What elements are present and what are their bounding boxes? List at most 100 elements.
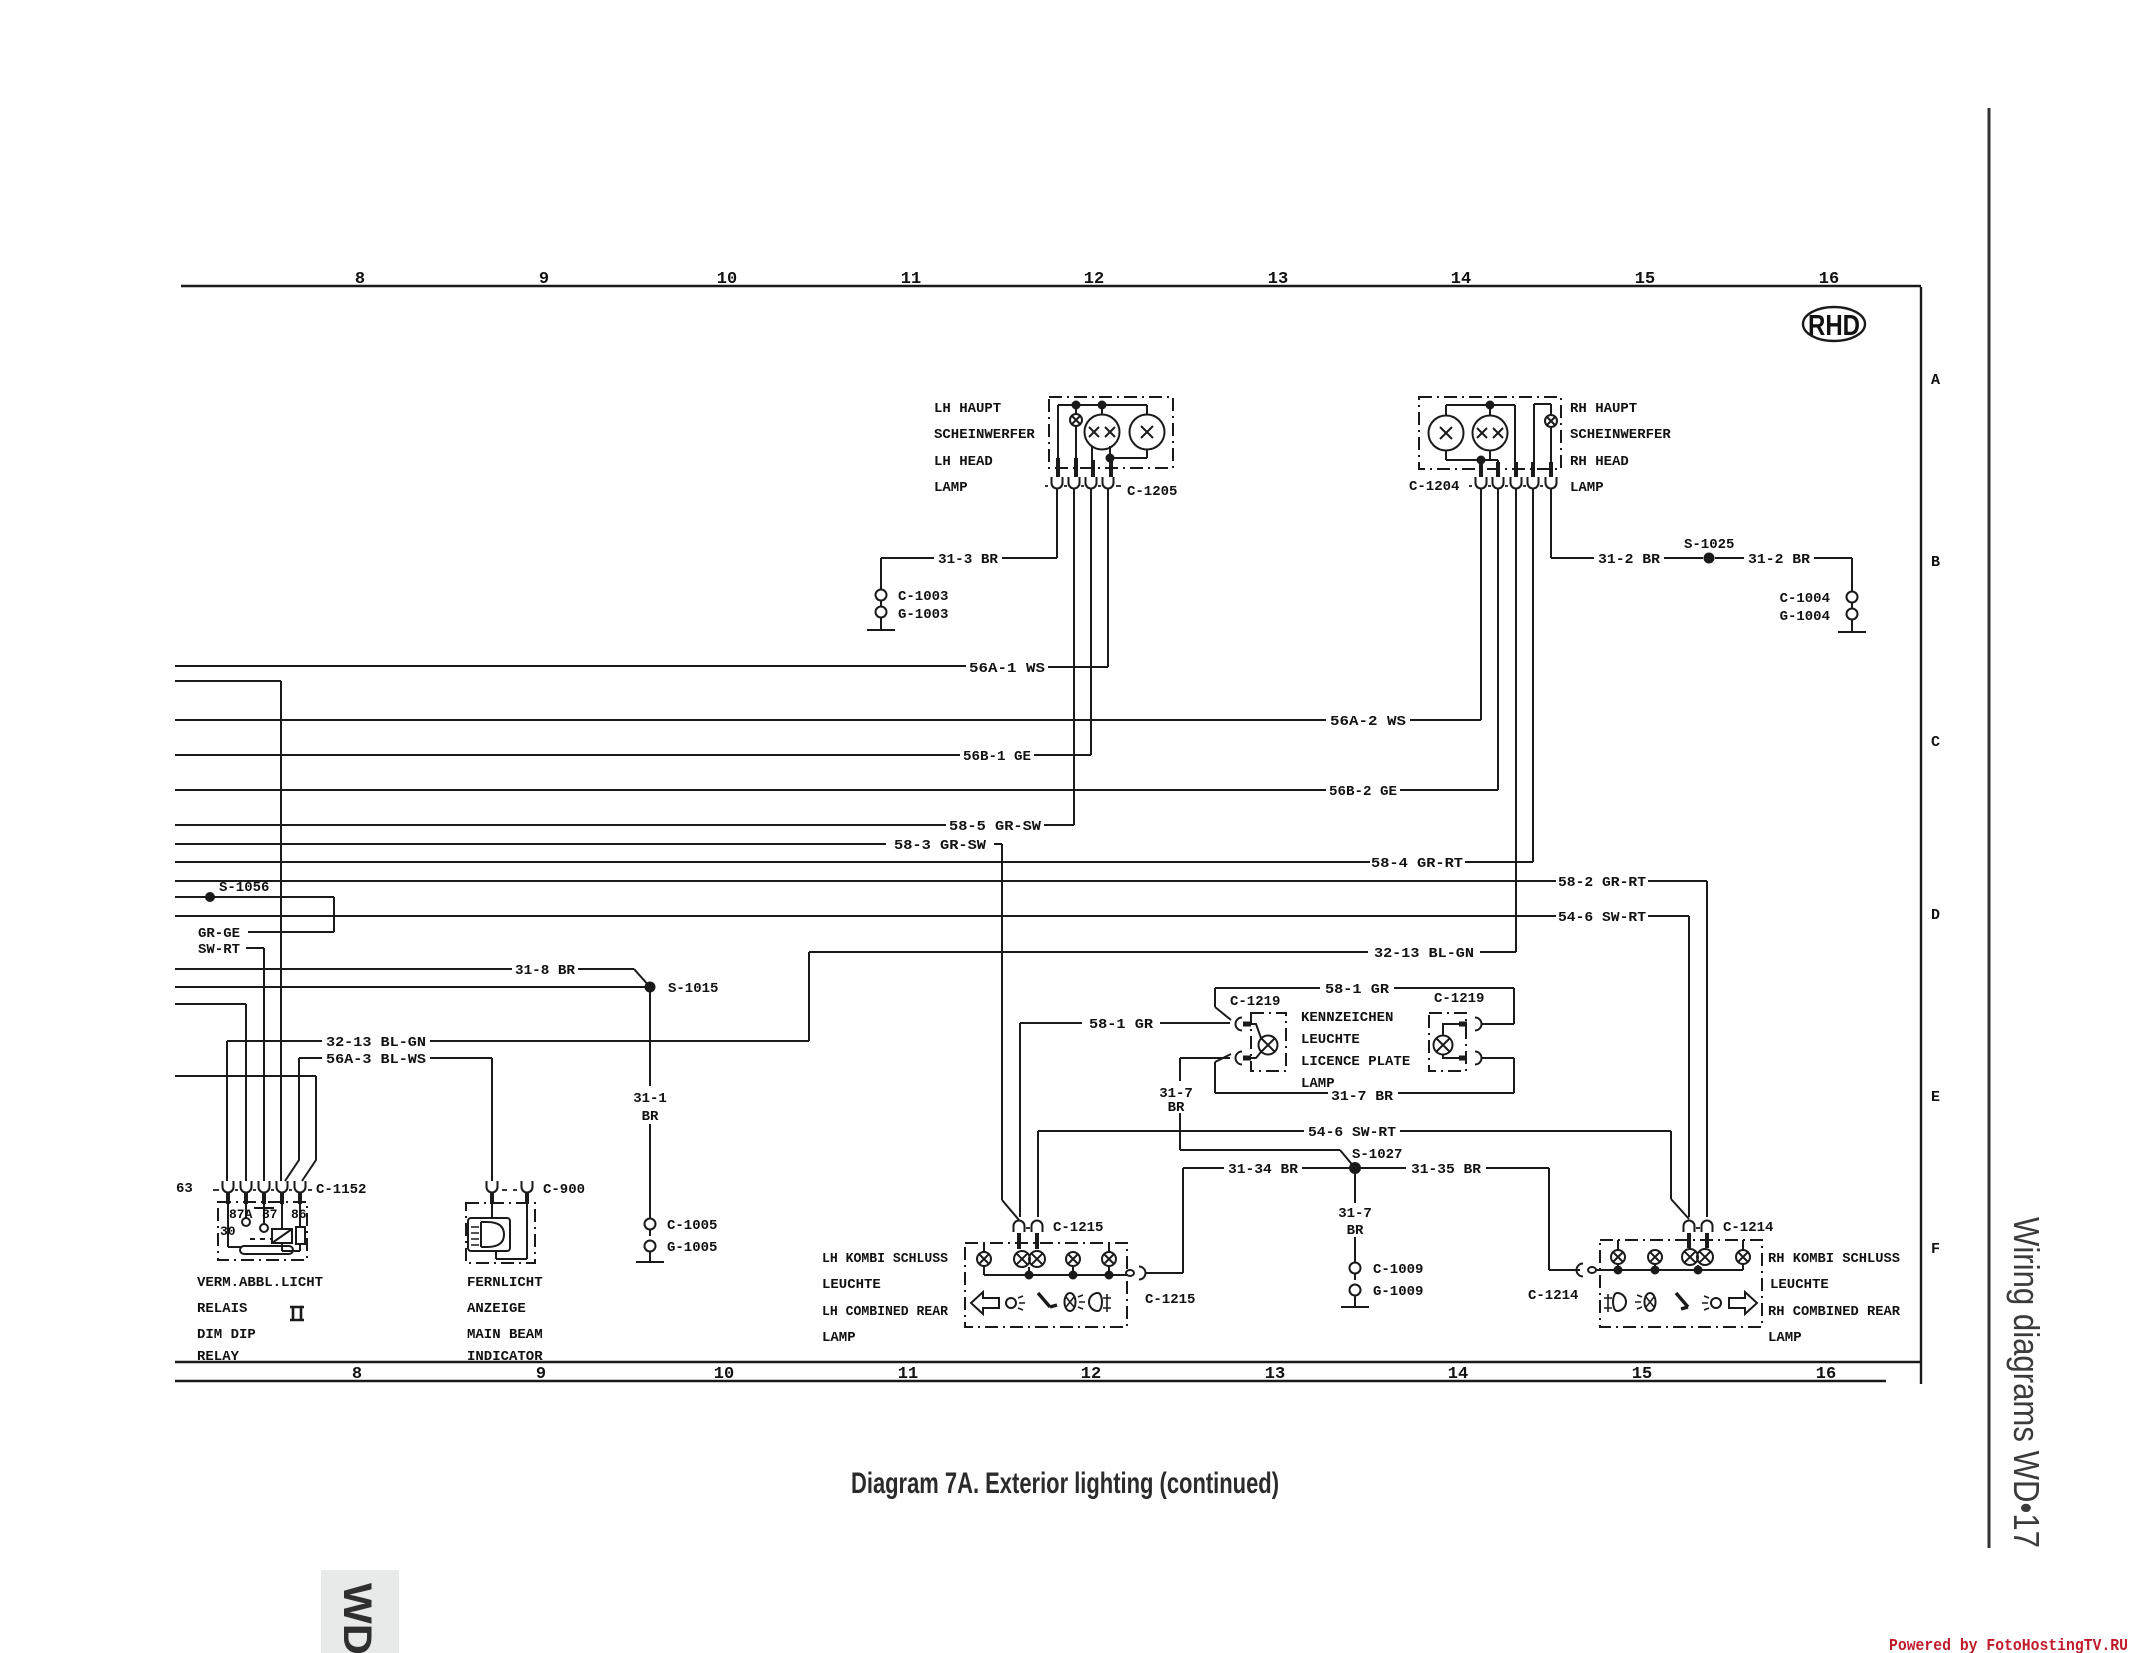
svg-text:31-7: 31-7 bbox=[1338, 1206, 1372, 1222]
svg-text:31-8 BR: 31-8 BR bbox=[515, 963, 576, 979]
svg-text:RELAY: RELAY bbox=[197, 1349, 240, 1365]
svg-text:31-7: 31-7 bbox=[1159, 1086, 1193, 1102]
svg-text:58-5 GR-SW: 58-5 GR-SW bbox=[949, 819, 1042, 835]
svg-text:C-1215: C-1215 bbox=[1145, 1292, 1195, 1308]
svg-text:31-7 BR: 31-7 BR bbox=[1331, 1089, 1394, 1105]
svg-text:32-13 BL-GN: 32-13 BL-GN bbox=[326, 1035, 426, 1051]
svg-text:31-2 BR: 31-2 BR bbox=[1598, 552, 1661, 568]
svg-text:56B-1 GE: 56B-1 GE bbox=[963, 749, 1031, 765]
svg-text:S-1027: S-1027 bbox=[1352, 1147, 1402, 1163]
svg-text:58-4 GR-RT: 58-4 GR-RT bbox=[1371, 856, 1463, 872]
svg-text:LAMP: LAMP bbox=[822, 1330, 856, 1346]
svg-text:SCHEINWERFER: SCHEINWERFER bbox=[1570, 427, 1671, 443]
svg-text:C-1214: C-1214 bbox=[1528, 1288, 1578, 1304]
svg-text:87A: 87A bbox=[229, 1207, 253, 1222]
svg-text:VERM.ABBL.LICHT: VERM.ABBL.LICHT bbox=[197, 1275, 323, 1291]
svg-text:31-34 BR: 31-34 BR bbox=[1228, 1162, 1299, 1178]
svg-text:10: 10 bbox=[714, 1365, 734, 1384]
svg-text:16: 16 bbox=[1819, 270, 1839, 289]
svg-text:C-1152: C-1152 bbox=[316, 1182, 366, 1198]
svg-text:Powered by FotoHostingTV.RU: Powered by FotoHostingTV.RU bbox=[1889, 1637, 2128, 1653]
svg-text:32-13 BL-GN: 32-13 BL-GN bbox=[1374, 946, 1474, 962]
svg-text:C-1215: C-1215 bbox=[1053, 1220, 1103, 1236]
svg-text:10: 10 bbox=[717, 270, 737, 289]
svg-text:LEUCHTE: LEUCHTE bbox=[1770, 1277, 1829, 1293]
svg-text:RH HEAD: RH HEAD bbox=[1570, 454, 1629, 470]
svg-text:58-1 GR: 58-1 GR bbox=[1089, 1017, 1154, 1033]
svg-text:56B-2 GE: 56B-2 GE bbox=[1329, 784, 1397, 800]
svg-text:63: 63 bbox=[176, 1181, 193, 1197]
svg-text:D: D bbox=[1931, 907, 1940, 924]
svg-text:16: 16 bbox=[1816, 1365, 1836, 1384]
svg-text:C-1003: C-1003 bbox=[898, 589, 948, 605]
svg-text:RH KOMBI SCHLUSS: RH KOMBI SCHLUSS bbox=[1768, 1251, 1900, 1267]
svg-text:15: 15 bbox=[1632, 1365, 1652, 1384]
svg-text:8: 8 bbox=[352, 1365, 362, 1384]
svg-text:C: C bbox=[1931, 734, 1940, 751]
svg-text:LAMP: LAMP bbox=[1768, 1330, 1802, 1346]
svg-text:SW-RT: SW-RT bbox=[198, 942, 240, 958]
svg-text:31-35 BR: 31-35 BR bbox=[1411, 1162, 1482, 1178]
svg-text:C-1005: C-1005 bbox=[667, 1218, 717, 1234]
svg-text:G-1009: G-1009 bbox=[1373, 1284, 1423, 1300]
svg-text:LEUCHTE: LEUCHTE bbox=[1301, 1032, 1360, 1048]
svg-text:58-3 GR-SW: 58-3 GR-SW bbox=[894, 838, 987, 854]
svg-text:LEUCHTE: LEUCHTE bbox=[822, 1277, 881, 1293]
svg-text:31-3 BR: 31-3 BR bbox=[938, 552, 999, 568]
svg-text:12: 12 bbox=[1081, 1365, 1101, 1384]
svg-text:LAMP: LAMP bbox=[1570, 480, 1604, 496]
svg-text:C-1009: C-1009 bbox=[1373, 1262, 1423, 1278]
svg-text:S-1056: S-1056 bbox=[219, 880, 269, 896]
svg-text:LICENCE PLATE: LICENCE PLATE bbox=[1301, 1054, 1410, 1070]
svg-text:9: 9 bbox=[539, 270, 549, 289]
svg-text:S-1025: S-1025 bbox=[1684, 537, 1734, 553]
svg-text:KENNZEICHEN: KENNZEICHEN bbox=[1301, 1010, 1393, 1026]
svg-text:14: 14 bbox=[1448, 1365, 1468, 1384]
svg-text:56A-2 WS: 56A-2 WS bbox=[1330, 714, 1406, 730]
svg-text:LAMP: LAMP bbox=[934, 480, 968, 496]
svg-text:DIM DIP: DIM DIP bbox=[197, 1327, 256, 1343]
svg-text:MAIN BEAM: MAIN BEAM bbox=[467, 1327, 543, 1343]
svg-text:RH COMBINED REAR: RH COMBINED REAR bbox=[1768, 1304, 1901, 1320]
svg-text:B: B bbox=[1931, 554, 1940, 571]
svg-text:30: 30 bbox=[220, 1224, 236, 1239]
svg-text:31-1: 31-1 bbox=[633, 1091, 667, 1107]
svg-text:87: 87 bbox=[262, 1207, 278, 1222]
svg-text:SCHEINWERFER: SCHEINWERFER bbox=[934, 427, 1035, 443]
svg-text:12: 12 bbox=[1084, 270, 1104, 289]
svg-text:WD: WD bbox=[335, 1583, 379, 1653]
svg-text:58-2 GR-RT: 58-2 GR-RT bbox=[1558, 875, 1646, 891]
svg-text:15: 15 bbox=[1635, 270, 1655, 289]
svg-text:LH COMBINED REAR: LH COMBINED REAR bbox=[822, 1304, 949, 1320]
svg-text:56A-1 WS: 56A-1 WS bbox=[969, 661, 1045, 677]
svg-text:RH HAUPT: RH HAUPT bbox=[1570, 401, 1637, 417]
svg-text:C-1004: C-1004 bbox=[1780, 591, 1830, 607]
svg-text:RELAIS: RELAIS bbox=[197, 1301, 247, 1317]
svg-text:13: 13 bbox=[1268, 270, 1288, 289]
svg-text:31-2 BR: 31-2 BR bbox=[1748, 552, 1811, 568]
svg-text:S-1015: S-1015 bbox=[668, 981, 718, 997]
svg-text:54-6 SW-RT: 54-6 SW-RT bbox=[1308, 1125, 1396, 1141]
svg-text:LAMP: LAMP bbox=[1301, 1076, 1335, 1092]
svg-text:ANZEIGE: ANZEIGE bbox=[467, 1301, 526, 1317]
svg-text:LH KOMBI SCHLUSS: LH KOMBI SCHLUSS bbox=[822, 1251, 948, 1267]
svg-text:9: 9 bbox=[536, 1365, 546, 1384]
svg-text:LH HAUPT: LH HAUPT bbox=[934, 401, 1001, 417]
svg-text:Diagram 7A. Exterior lighting: Diagram 7A. Exterior lighting (continued… bbox=[851, 1467, 1279, 1500]
svg-text:RHD: RHD bbox=[1808, 310, 1860, 342]
svg-text:C-1204: C-1204 bbox=[1409, 479, 1459, 495]
svg-text:C-1219: C-1219 bbox=[1434, 991, 1484, 1007]
svg-text:E: E bbox=[1931, 1089, 1940, 1106]
svg-text:14: 14 bbox=[1451, 270, 1471, 289]
svg-text:54-6 SW-RT: 54-6 SW-RT bbox=[1558, 910, 1646, 926]
svg-text:C-900: C-900 bbox=[543, 1182, 585, 1198]
svg-text:58-1 GR: 58-1 GR bbox=[1325, 982, 1390, 998]
svg-text:11: 11 bbox=[898, 1365, 918, 1384]
svg-text:BR: BR bbox=[642, 1109, 659, 1125]
svg-text:8: 8 bbox=[355, 270, 365, 289]
svg-text:INDICATOR: INDICATOR bbox=[467, 1349, 543, 1365]
svg-text:BR: BR bbox=[1168, 1100, 1185, 1116]
svg-text:11: 11 bbox=[901, 270, 921, 289]
svg-text:G-1004: G-1004 bbox=[1780, 609, 1830, 625]
svg-text:C-1219: C-1219 bbox=[1230, 994, 1280, 1010]
